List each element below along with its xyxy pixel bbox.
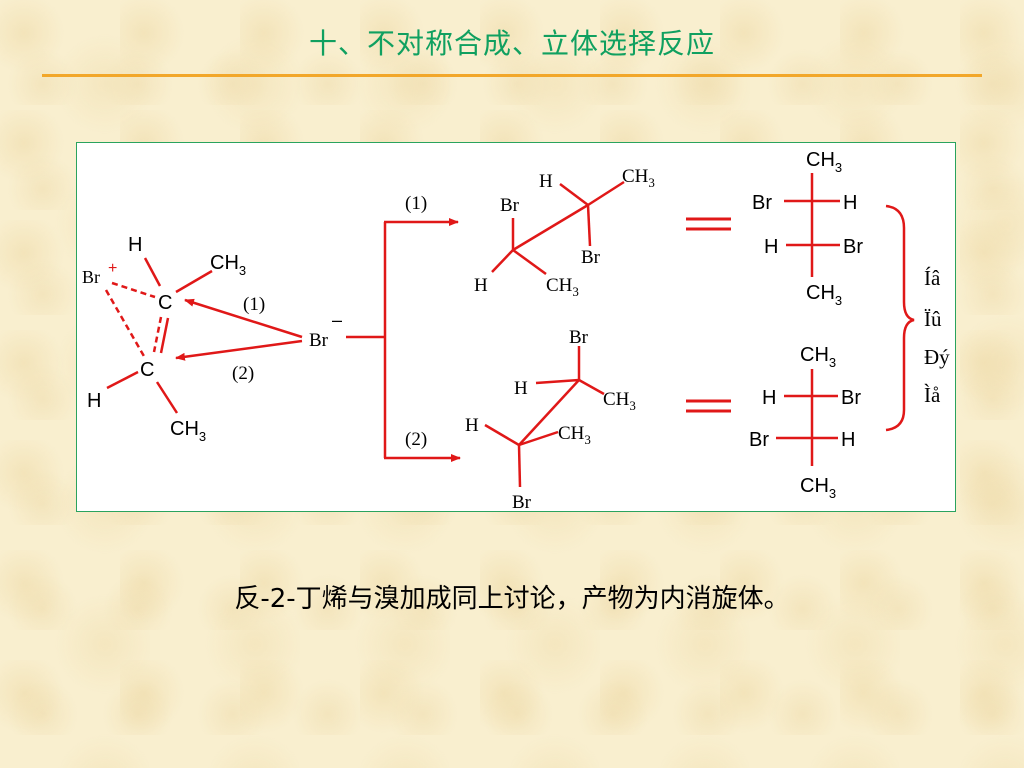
p2-br-top: Br [569, 327, 589, 348]
p1-h-top: H [539, 171, 553, 192]
atom-h-bottom: H [87, 390, 101, 412]
atom-h-top: H [128, 234, 142, 256]
p2-ch3-top: CH3 [603, 389, 636, 413]
p2-ch3-mid: CH3 [558, 423, 591, 447]
p1-bond-h-bottom [491, 249, 514, 273]
f2-row2-right: H [841, 429, 855, 451]
p1-main-bond [512, 203, 589, 252]
positive-charge: + [108, 260, 117, 277]
p2-h-top: H [514, 378, 528, 399]
f2-row2-left: Br [749, 429, 769, 451]
bond-c-c-1 [152, 316, 163, 353]
f2-top: CH3 [800, 344, 836, 370]
f1-row2-left: H [764, 236, 778, 258]
conclusion-text: 反-2-丁烯与溴加成同上讨论，产物为内消旋体。 [234, 584, 790, 614]
branch-arrows: (1) (2) [346, 193, 461, 462]
f1-bottom: CH3 [806, 282, 842, 308]
reaction-figure-frame [76, 142, 956, 512]
bond-ch3-ctop [175, 269, 213, 294]
bromonium-intermediate: H CH3 Br + C C H CH3 [82, 234, 246, 444]
p1-bond-ch3-top [587, 180, 625, 207]
attack-arrow-1 [184, 298, 303, 339]
bond-c-c-2 [159, 317, 170, 354]
bond-br-cbottom [104, 289, 147, 359]
p1-bond-br-right [586, 204, 592, 247]
p1-h-bottom: H [474, 275, 488, 296]
p1-br-right: Br [581, 247, 601, 268]
grouping-brace [885, 204, 915, 432]
garbled-meso-label: Íâ Ïû Ðý Ìå [924, 266, 950, 407]
garbled-char-3: Ðý [924, 345, 950, 369]
p1-bond-h-top [559, 183, 589, 206]
p1-br-left: Br [500, 195, 520, 216]
bond-h-ctop [143, 257, 162, 287]
fischer-projection-2: CH3 H Br Br H CH3 [749, 344, 861, 501]
slide-title: 十、不对称合成、立体选择反应 [308, 27, 715, 60]
equivalence-sign-1 [686, 217, 731, 231]
atom-c-bottom: C [140, 359, 154, 381]
bond-ch3-cbottom [155, 381, 179, 414]
p1-bond-ch3-bottom [512, 248, 547, 276]
f1-top: CH3 [806, 149, 842, 175]
attack-arrow-2 [175, 339, 303, 361]
garbled-char-2: Ïû [924, 307, 942, 331]
group-ch3-bottom: CH3 [170, 418, 206, 444]
atom-c-top: C [158, 292, 172, 314]
p2-h-left: H [465, 415, 479, 436]
bromide-ion: Br [309, 330, 329, 351]
f2-row1-right: Br [841, 387, 861, 409]
bond-h-cbottom [106, 370, 139, 390]
garbled-char-1: Íâ [924, 266, 941, 290]
p2-bond-ch3-mid [518, 430, 559, 447]
branch-label-2: (2) [405, 429, 427, 450]
f2-row1-left: H [762, 387, 776, 409]
f1-row1-left: Br [752, 192, 772, 214]
p2-bond-h-top [535, 378, 580, 385]
p2-bond-ch3-top [578, 378, 605, 396]
p2-br-bottom: Br [512, 492, 532, 513]
p2-bond-br-bottom [517, 444, 522, 488]
atom-br-bridge: Br [82, 267, 100, 287]
negative-charge: – [332, 310, 342, 330]
group-ch3-top: CH3 [210, 252, 246, 278]
product1-sawhorse: H CH3 Br Br H CH3 [474, 166, 655, 299]
p1-ch3-top: CH3 [622, 166, 655, 190]
f2-bottom: CH3 [800, 475, 836, 501]
f1-row1-right: H [843, 192, 857, 214]
garbled-char-4: Ìå [924, 383, 941, 407]
bromide-attack: (1) (2) Br – [175, 294, 342, 384]
p1-ch3-bottom: CH3 [546, 275, 579, 299]
branch-label-1: (1) [405, 193, 427, 214]
attack-label-1: (1) [243, 294, 265, 315]
f1-row2-right: Br [843, 236, 863, 258]
attack-label-2: (2) [232, 363, 254, 384]
p2-main-bond [518, 379, 580, 446]
bond-br-ctop [111, 281, 156, 299]
title-divider [42, 74, 982, 77]
p2-bond-h-left [484, 423, 520, 447]
equivalence-sign-2 [686, 399, 731, 413]
fischer-projection-1: CH3 Br H H Br CH3 [752, 149, 863, 308]
product2-sawhorse: Br H CH3 H CH3 Br [465, 327, 636, 513]
